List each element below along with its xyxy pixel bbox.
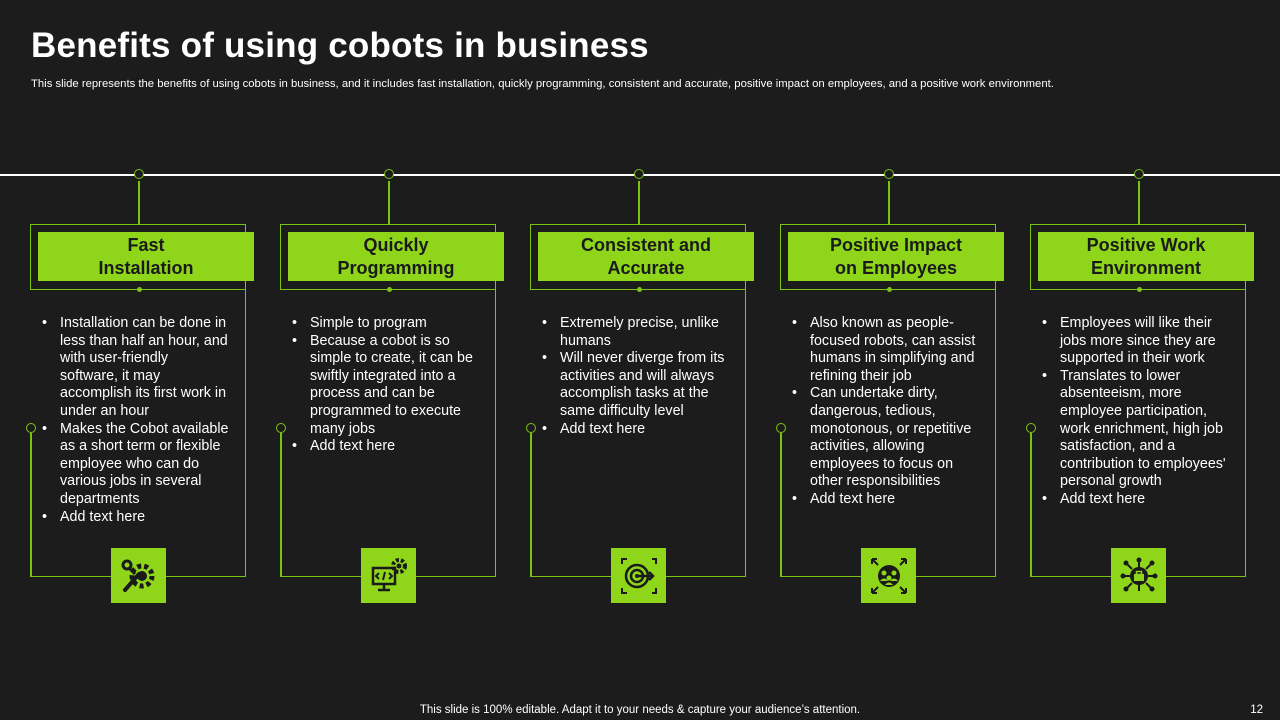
connector-line xyxy=(888,181,890,225)
list-item: Employees will like their jobs more sinc… xyxy=(1040,315,1230,368)
header-dot xyxy=(137,287,142,292)
list-item: Add text here xyxy=(790,491,980,509)
bullet-list: Simple to program Because a cobot is so … xyxy=(290,315,480,456)
timeline-node xyxy=(1134,169,1144,179)
card-left-border xyxy=(530,433,532,577)
connector-line xyxy=(388,181,390,225)
side-node xyxy=(276,423,286,433)
header-dot xyxy=(387,287,392,292)
connector-line xyxy=(138,181,140,225)
bullet-list: Installation can be done in less than ha… xyxy=(40,315,230,526)
slide-subtitle: This slide represents the benefits of us… xyxy=(31,78,1054,90)
side-node xyxy=(1026,423,1036,433)
list-item: Translates to lower absenteeism, more em… xyxy=(1040,368,1230,491)
list-item: Extremely precise, unlike humans xyxy=(540,315,730,350)
list-item: Can undertake dirty, dangerous, tedious,… xyxy=(790,385,980,491)
list-item: Add text here xyxy=(40,509,230,527)
card-left-border xyxy=(780,433,782,577)
page-number: 12 xyxy=(1250,704,1263,716)
side-node xyxy=(26,423,36,433)
card-left-border xyxy=(280,433,282,577)
list-item: Simple to program xyxy=(290,315,480,333)
connector-line xyxy=(638,181,640,225)
timeline-node xyxy=(884,169,894,179)
network-briefcase-icon xyxy=(1111,548,1166,603)
side-node xyxy=(776,423,786,433)
list-item: Add text here xyxy=(290,438,480,456)
card-left-border xyxy=(1030,433,1032,577)
timeline-node xyxy=(134,169,144,179)
gear-wrench-icon xyxy=(111,548,166,603)
team-arrows-icon xyxy=(861,548,916,603)
slide-title: Benefits of using cobots in business xyxy=(31,26,649,65)
list-item: Also known as people-focused robots, can… xyxy=(790,315,980,385)
card-left-border xyxy=(30,433,32,577)
list-item: Installation can be done in less than ha… xyxy=(40,315,230,421)
list-item: Add text here xyxy=(1040,491,1230,509)
bullet-list: Extremely precise, unlike humans Will ne… xyxy=(540,315,730,438)
list-item: Will never diverge from its activities a… xyxy=(540,350,730,420)
list-item: Makes the Cobot available as a short ter… xyxy=(40,421,230,509)
timeline-node xyxy=(384,169,394,179)
side-node xyxy=(526,423,536,433)
connector-line xyxy=(1138,181,1140,225)
bullet-list: Also known as people-focused robots, can… xyxy=(790,315,980,509)
header-dot xyxy=(1137,287,1142,292)
slide-footer: This slide is 100% editable. Adapt it to… xyxy=(419,704,861,716)
code-monitor-gear-icon xyxy=(361,548,416,603)
list-item: Add text here xyxy=(540,421,730,439)
header-dot xyxy=(887,287,892,292)
bullet-list: Employees will like their jobs more sinc… xyxy=(1040,315,1230,509)
list-item: Because a cobot is so simple to create, … xyxy=(290,333,480,439)
timeline-node xyxy=(634,169,644,179)
target-dart-icon xyxy=(611,548,666,603)
header-dot xyxy=(637,287,642,292)
